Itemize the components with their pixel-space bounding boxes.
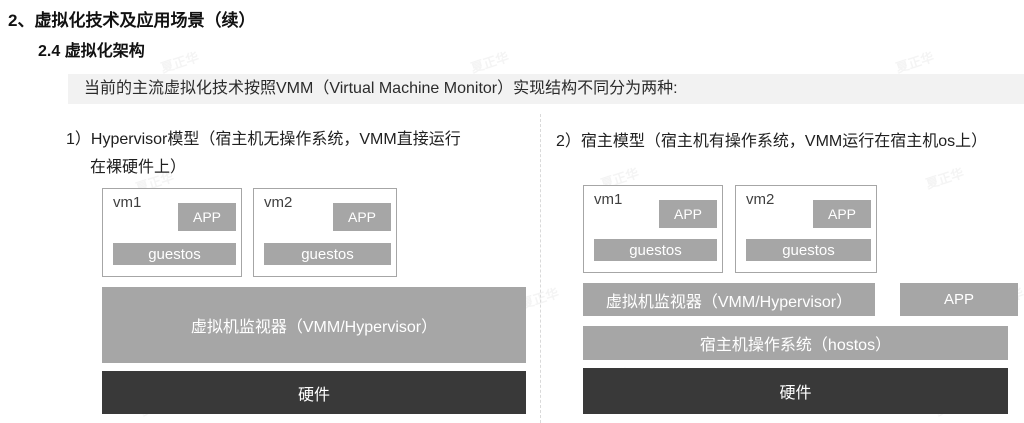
left-vm2-box: vm2 APP guestos [253, 188, 397, 277]
vm-label: vm2 [746, 191, 775, 208]
watermark: 夏正华 [468, 49, 511, 76]
right-app-block: APP [900, 283, 1018, 316]
left-model-heading: 1）Hypervisor模型（宿主机无操作系统，VMM直接运行 在裸硬件上） [66, 126, 461, 182]
vm-app-block: APP [333, 203, 391, 231]
watermark: 夏正华 [158, 49, 201, 76]
vm-guestos-block: guestos [594, 239, 717, 261]
watermark: 夏正华 [923, 165, 966, 192]
section-title: 2.4 虚拟化架构 [38, 43, 145, 60]
right-vmm-block: 虚拟机监视器（VMM/Hypervisor） [583, 283, 875, 316]
right-hostos-block: 宿主机操作系统（hostos） [583, 326, 1008, 360]
vm-label: vm1 [594, 191, 623, 208]
vm-app-block: APP [178, 203, 236, 231]
left-vmm-block: 虚拟机监视器（VMM/Hypervisor） [102, 287, 526, 363]
page-title: 2、虚拟化技术及应用场景（续） [8, 11, 256, 30]
left-vm1-box: vm1 APP guestos [102, 188, 242, 277]
column-divider [540, 114, 541, 423]
vm-app-block: APP [659, 200, 717, 228]
vm-guestos-block: guestos [113, 243, 236, 265]
vm-label: vm1 [113, 194, 142, 211]
watermark: 夏正华 [893, 49, 936, 76]
intro-banner: 当前的主流虚拟化技术按照VMM（Virtual Machine Monitor）… [68, 74, 1024, 104]
vm-label: vm2 [264, 194, 293, 211]
left-hardware-block: 硬件 [102, 371, 526, 414]
right-hardware-block: 硬件 [583, 368, 1008, 414]
vm-guestos-block: guestos [264, 243, 391, 265]
vm-app-block: APP [813, 200, 871, 228]
left-model-heading-line2: 在裸硬件上） [90, 159, 187, 176]
left-model-heading-line1: 1）Hypervisor模型（宿主机无操作系统，VMM直接运行 [66, 131, 461, 148]
right-vm2-box: vm2 APP guestos [735, 185, 877, 273]
vm-guestos-block: guestos [746, 239, 871, 261]
right-model-heading: 2）宿主模型（宿主机有操作系统，VMM运行在宿主机os上） [556, 133, 988, 150]
right-vm1-box: vm1 APP guestos [583, 185, 723, 273]
